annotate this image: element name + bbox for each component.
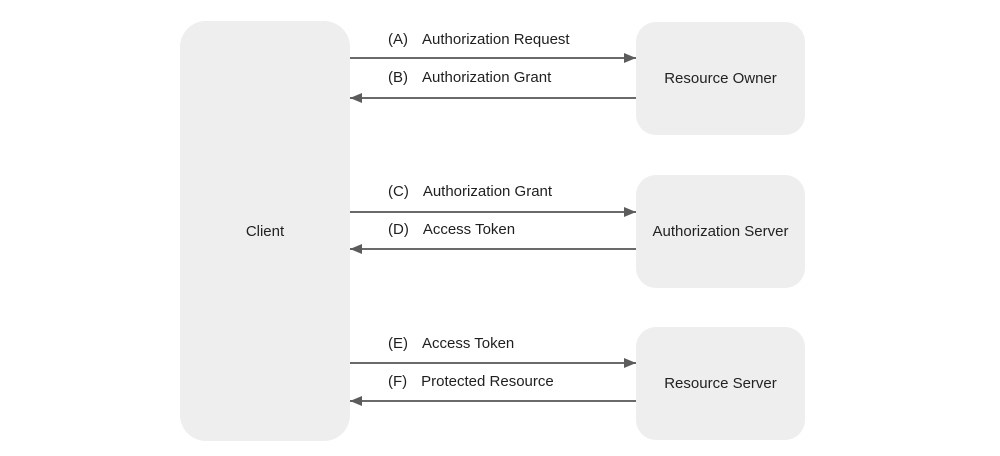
arrowhead-left-icon	[350, 244, 362, 254]
flow-label-e: (E) Access Token	[388, 334, 514, 354]
arrowhead-right-icon	[624, 358, 636, 368]
flow-text-c: Authorization Grant	[422, 183, 553, 200]
flow-label-b: (B) Authorization Grant	[388, 68, 551, 88]
node-authorization-server: Authorization Server	[636, 175, 805, 288]
flow-label-a: (A) Authorization Request	[388, 30, 570, 50]
node-resource-server-label: Resource Server	[664, 375, 777, 392]
flow-text-f: Protected Resource	[421, 373, 554, 390]
flow-text-e: Access Token	[422, 335, 515, 352]
flow-label-f: (F) Protected Resource	[388, 372, 554, 392]
arrowhead-left-icon	[350, 396, 362, 406]
flow-text-b: Authorization Grant	[422, 69, 552, 86]
arrow-f	[350, 396, 636, 406]
flow-text-d: Access Token	[422, 221, 516, 238]
flow-text-a: Authorization Request	[422, 31, 570, 48]
arrowhead-left-icon	[350, 93, 362, 103]
flow-label-d: (D) Access Token	[388, 220, 515, 240]
node-client: Client	[180, 21, 350, 441]
arrow-a	[350, 53, 636, 63]
node-resource-server: Resource Server	[636, 327, 805, 440]
arrowhead-right-icon	[624, 207, 636, 217]
flow-step-a: (A)	[388, 31, 408, 48]
node-resource-owner: Resource Owner	[636, 22, 805, 135]
node-resource-owner-label: Resource Owner	[664, 70, 777, 87]
arrow-b	[350, 93, 636, 103]
flow-step-c: (C)	[388, 183, 409, 200]
arrow-c	[350, 207, 636, 217]
flow-label-c: (C) Authorization Grant	[388, 182, 552, 202]
node-authorization-server-label: Authorization Server	[652, 223, 789, 240]
flow-step-d: (D)	[388, 221, 409, 238]
flow-step-b: (B)	[388, 69, 408, 86]
arrow-d	[350, 244, 636, 254]
arrow-e	[350, 358, 636, 368]
flow-step-f: (F)	[388, 373, 408, 390]
arrowhead-right-icon	[624, 53, 636, 63]
flow-step-e: (E)	[388, 335, 408, 352]
node-client-label: Client	[245, 222, 285, 240]
